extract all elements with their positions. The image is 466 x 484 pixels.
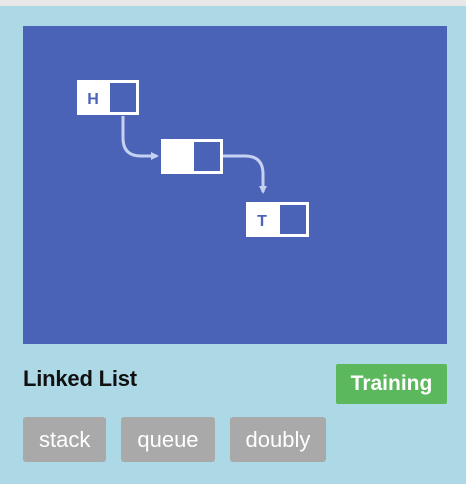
- arrow-head-to-middle: [121, 116, 159, 160]
- tag-stack[interactable]: stack: [23, 417, 107, 462]
- linked-list-illustration: H T: [77, 80, 309, 237]
- tag-list: stack queue doubly: [23, 417, 327, 462]
- course-card[interactable]: H T Linked List Training stack queue dou…: [0, 6, 466, 484]
- tag-queue[interactable]: queue: [121, 417, 215, 462]
- tail-node-label: T: [257, 213, 267, 230]
- head-node: H: [77, 80, 139, 115]
- middle-node: [161, 139, 223, 174]
- head-node-label: H: [87, 91, 99, 108]
- training-badge: Training: [336, 364, 447, 404]
- arrow-middle-to-tail: [223, 154, 267, 194]
- card-thumbnail[interactable]: H T: [23, 26, 447, 344]
- card-title[interactable]: Linked List: [23, 366, 137, 391]
- tail-node: T: [246, 202, 309, 237]
- tag-doubly[interactable]: doubly: [229, 417, 327, 462]
